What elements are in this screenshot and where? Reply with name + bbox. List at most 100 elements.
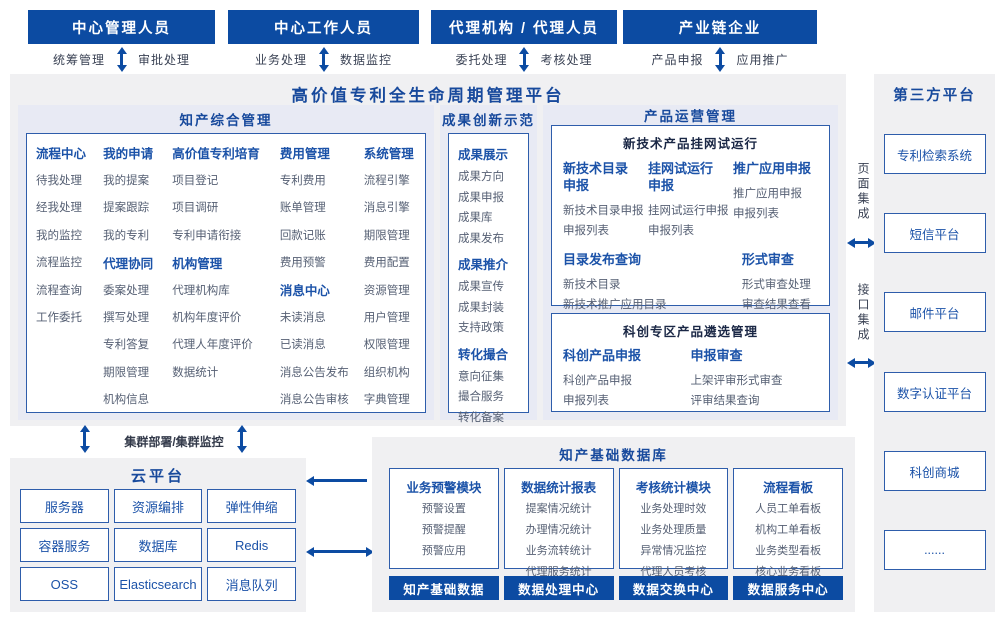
user-group-title: 中心工作人员 [228,10,419,44]
menu-item: 申报列表 [563,395,609,407]
menu-item: 申报列表 [563,224,609,237]
data-flow-arrow-icon [313,479,367,482]
menu-item: 撰写处理 [103,312,150,325]
page-integration-label: 页面集成 [856,162,870,222]
cloud-item: 数据库 [113,528,203,562]
db-module-item: 代理服务统计 [525,566,592,578]
cloud-item: 弹性伸缩 [207,489,296,523]
user-group-actions: 统筹管理审批处理 [28,44,215,74]
menu-item: 消息公告审核 [279,394,349,407]
user-group-actions: 委托处理 考核处理 [431,44,617,74]
section-achievement-demo: 成果创新示范 成果展示成果方向成果申报成果库成果发布成果推介成果宣传成果封装支持… [440,105,537,424]
db-module-title: 流程看板 [763,481,814,495]
db-module-item: 业务处理质量 [640,524,707,536]
user-group-action: 委托处理 [455,52,508,67]
menu-group-title: 目录发布查询 [563,251,642,267]
user-group-action: 应用推广 [736,52,789,67]
menu-item: 科创产品申报 [563,375,632,387]
menu-group: 形式审查形式审查处理审查结果查看 [742,252,818,335]
menu-item: 形式审查处理 [741,278,811,291]
product-subsection: 科创专区产品遴选管理科创产品申报科创产品申报申报列表申报审查上架评审形式审查评审… [551,313,830,412]
menu-item: 经我处理 [36,202,82,215]
user-group-title: 中心管理人员 [28,10,215,44]
db-bar: 数据处理中心 [503,576,614,600]
section-title: 产品运营管理 [644,109,737,125]
menu-column: 我的申请我的提案提案跟踪我的专利代理协同委案处理撰写处理专利答复期限管理机构信息 [103,139,172,412]
db-module-item: 核心业务看板 [755,566,822,578]
db-module-item: 预警设置 [421,503,466,515]
menu-group-title: 挂网试运行 申报 [648,161,714,193]
db-module-title: 业务预警模块 [406,481,482,495]
user-group-action: 考核处理 [540,52,593,67]
menu-item: 提案跟踪 [103,202,150,215]
menu-item: 评审结果查询 [690,395,760,407]
third-party-item: 短信平台 [883,213,986,253]
subsection-title: 新技术产品挂网试运行 [622,137,758,152]
menu-item: 我的监控 [36,229,82,242]
db-module-item: 提案情况统计 [525,503,592,515]
user-group: 产业链企业产品申报应用推广 [623,10,817,74]
menu-item: 我的提案 [103,175,150,188]
menu-item: 代理机构库 [172,284,230,297]
user-group-action: 统筹管理 [52,52,105,67]
user-group-action: 数据监控 [340,52,393,67]
menu-group: 申报审查上架评审形式审查评审结果查询 [691,348,819,411]
api-integration-label: 接口集成 [856,283,870,343]
menu-item: 字典管理 [363,394,410,407]
platform-panel: 高价值专利全生命周期管理平台 知产综合管理 流程中心待我处理经我处理我的监控流程… [10,74,846,426]
menu-group-title: 申报审查 [690,348,743,364]
menu-items: 推广应用申报申报列表 [733,184,818,224]
cloud-item: 消息队列 [207,567,296,601]
menu-item: 期限管理 [363,229,410,242]
menu-item: 已读消息 [279,339,326,352]
menu-group: 科创产品申报科创产品申报申报列表 [563,348,691,411]
platform-title: 高价值专利全生命周期管理平台 [291,87,565,105]
menu-item: 撮合服务 [458,391,504,404]
menu-group-title: 代理协同 [103,256,154,271]
database-modules: 业务预警模块预警设置预警提醒预警应用数据统计报表提案情况统计办理情况统计业务流转… [389,468,843,578]
menu-group-title: 系统管理 [363,147,414,162]
menu-item: 流程监控 [36,257,82,270]
menu-item: 代理人年度评价 [172,339,253,352]
data-sync-arrow-icon [313,550,367,553]
cluster-arrow-icon [83,432,86,446]
menu-items: 形式审查处理审查结果查看 [742,275,818,315]
menu-group: 推广应用申报推广应用申报申报列表 [733,161,818,241]
third-party-item: 专利检索系统 [883,134,986,174]
menu-item: 费用预警 [279,257,326,270]
menu-items: 新技术目录申报申报列表 [563,201,648,241]
menu-item: 资源管理 [363,284,410,297]
platform-sections: 知产综合管理 流程中心待我处理经我处理我的监控流程监控流程查询工作委托我的申请我… [18,105,838,424]
api-integration-arrow-icon [854,361,869,364]
menu-group-title: 费用管理 [279,147,330,162]
third-party-item: 邮件平台 [883,292,986,332]
menu-group: 新技术目录 申报新技术目录申报申报列表 [563,161,648,241]
db-module-item: 代理人员考核 [640,566,707,578]
menu-item: 新技术推广应用目录 [563,298,667,311]
db-bar: 数据交换中心 [618,576,729,600]
menu-item: 成果方向 [458,171,504,184]
menu-item: 专利答复 [103,339,150,352]
subsection-row: 新技术目录 申报新技术目录申报申报列表挂网试运行 申报挂网试运行申报申报列表推广… [552,161,829,241]
user-group-action: 产品申报 [651,52,704,67]
db-module-title: 考核统计模块 [635,481,711,495]
user-group-action: 业务处理 [254,52,307,67]
achievement-box: 成果展示成果方向成果申报成果库成果发布成果推介成果宣传成果封装支持政策转化撮合意… [448,133,529,424]
section-product-operations: 产品运营管理 新技术产品挂网试运行新技术目录 申报新技术目录申报申报列表挂网试运… [543,105,838,420]
menu-item: 成果发布 [458,232,504,245]
third-party-item: 数字认证平台 [883,372,986,412]
third-party-title: 第三方平台 [893,88,976,104]
cloud-title: 云平台 [130,468,185,485]
menu-item: 费用配置 [363,257,410,270]
database-bars: 知产基础数据数据处理中心数据交换中心数据服务中心 [389,576,843,600]
menu-item: 新技术目录 [563,278,621,291]
user-group-title: 代理机构 / 代理人员 [431,10,617,44]
third-party-panel: 第三方平台 专利检索系统短信平台邮件平台数字认证平台科创商城...... [874,74,995,612]
menu-group: 挂网试运行 申报挂网试运行申报申报列表 [648,161,733,241]
menu-item: 成果申报 [458,191,504,204]
menu-item: 数据统计 [172,366,219,379]
cloud-item: 容器服务 [20,528,109,562]
db-module: 数据统计报表提案情况统计办理情况统计业务流转统计代理服务统计 [503,468,614,578]
menu-group-title: 科创产品申报 [563,348,642,364]
